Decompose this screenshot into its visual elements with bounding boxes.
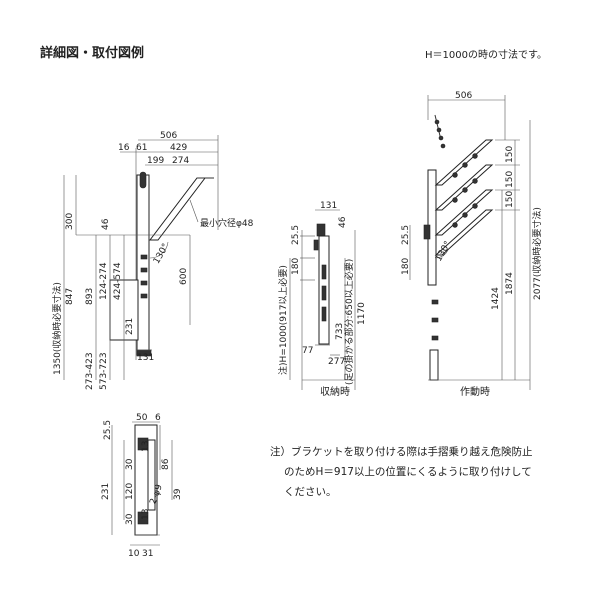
- op-lower-post: [429, 349, 439, 381]
- dim-124-274: 124-274: [99, 262, 109, 300]
- note-line-1: 注）ブラケットを取り付ける際は手摺乗り越え危険防止: [270, 446, 533, 458]
- op-caption: 作動時: [460, 385, 490, 398]
- storage-dim-77: 77: [302, 346, 313, 356]
- op-dim-2077: 2077(収納時必要寸法): [531, 207, 543, 300]
- storage-caption: 収納時: [320, 385, 350, 398]
- storage-dim-733: 733: [335, 323, 345, 340]
- dim-506: 506: [160, 131, 177, 141]
- dim-274: 274: [172, 156, 189, 166]
- storage-rungs: [321, 264, 327, 322]
- dim-429: 429: [170, 143, 187, 153]
- left-view: 506 16 61 429 199 274 130° 最小穴径φ48: [51, 131, 254, 390]
- operation-view: 506: [401, 91, 543, 398]
- storage-view: 131 46 25.5 180 注)H=1000(917以上必要) 1170 7…: [277, 201, 367, 398]
- storage-clip: [313, 239, 319, 251]
- bracket-dim-86: 86: [161, 458, 171, 470]
- dim-16: 16: [118, 143, 130, 153]
- storage-dim-131: 131: [320, 201, 337, 211]
- storage-dim-25-5: 25.5: [291, 225, 301, 245]
- note-line-2: のためH＝917以上の位置にくるように取り付けして: [284, 466, 532, 478]
- dim-199: 199: [147, 156, 164, 166]
- op-dim-506: 506: [455, 91, 472, 101]
- dim-46: 46: [101, 218, 111, 230]
- post: [136, 174, 150, 356]
- arm: [148, 177, 207, 241]
- bracket-view: 50 6 25.5 13 30 231 120 30 86 39 13 2-φ9…: [101, 413, 183, 559]
- op-angle: 130°: [434, 240, 454, 264]
- op-dim-180: 180: [401, 258, 411, 275]
- note-line-3: ください。: [284, 486, 337, 498]
- op-post-rungs: [431, 299, 439, 341]
- bracket-dim-120: 120: [125, 483, 135, 500]
- bracket-dim-25-5: 25.5: [103, 420, 113, 440]
- dim-573-723: 573-723: [99, 352, 109, 390]
- storage-bracket-top: [316, 223, 326, 237]
- header-note: H＝1000の時の寸法です。: [425, 48, 547, 61]
- storage-dim-650: (足の掛かる部分:650以上必要): [343, 259, 355, 385]
- op-arm-rungs: [452, 153, 478, 228]
- bracket-flange: [147, 439, 156, 511]
- op-dim-150a: 150: [505, 146, 515, 163]
- dim-847: 847: [65, 288, 75, 305]
- bracket-dim-13b: 13: [141, 509, 151, 520]
- dim-61: 61: [136, 143, 147, 153]
- dim-1350: 1350(収納時必要寸法): [51, 282, 63, 375]
- op-dim-150c: 150: [505, 191, 515, 208]
- dim-893: 893: [85, 288, 95, 305]
- rungs: [140, 254, 148, 299]
- post-cap: [139, 171, 147, 189]
- storage-dim-h1000: 注)H=1000(917以上必要): [277, 265, 289, 375]
- dim-600: 600: [179, 268, 189, 285]
- dim-424-574: 424-574: [113, 262, 123, 300]
- op-top-piece: [434, 114, 442, 141]
- bracket-dim-6: 6: [155, 413, 161, 423]
- dim-273-423: 273-423: [85, 352, 95, 390]
- storage-dim-180: 180: [291, 258, 301, 275]
- op-dim-1424: 1424: [491, 287, 501, 310]
- page-title: 詳細図・取付図例: [40, 45, 144, 61]
- bracket-dim-30b: 30: [125, 513, 135, 525]
- installation-note: 注）ブラケットを取り付ける際は手摺乗り越え危険防止 のためH＝917以上の位置に…: [270, 442, 570, 502]
- storage-dim-277: 277: [328, 357, 345, 367]
- storage-dim-1170: 1170: [357, 302, 367, 325]
- dim-300: 300: [65, 213, 75, 230]
- bracket-dim-10: 10: [128, 549, 140, 559]
- op-dim-25-5: 25.5: [401, 225, 411, 245]
- storage-dim-46: 46: [338, 216, 348, 228]
- dim-131: 131: [137, 353, 154, 363]
- op-dim-1874: 1874: [505, 272, 515, 295]
- angle-label: 130°: [152, 242, 172, 266]
- op-top-rungs: [434, 119, 446, 149]
- bracket-dim-30a: 30: [125, 458, 135, 470]
- hole-label: 最小穴径φ48: [200, 217, 254, 229]
- bracket-dim-50: 50: [136, 413, 148, 423]
- op-dim-150b: 150: [505, 171, 515, 188]
- dim-231: 231: [125, 318, 135, 335]
- bracket-dim-231: 231: [101, 483, 111, 500]
- bracket-dim-31: 31: [142, 549, 153, 559]
- bracket-bottom-hole: [137, 511, 149, 525]
- bracket-dim-39: 39: [173, 488, 183, 500]
- bracket-dim-13a: 13: [141, 441, 151, 452]
- op-bracket: [423, 224, 431, 240]
- op-arms: [434, 139, 494, 256]
